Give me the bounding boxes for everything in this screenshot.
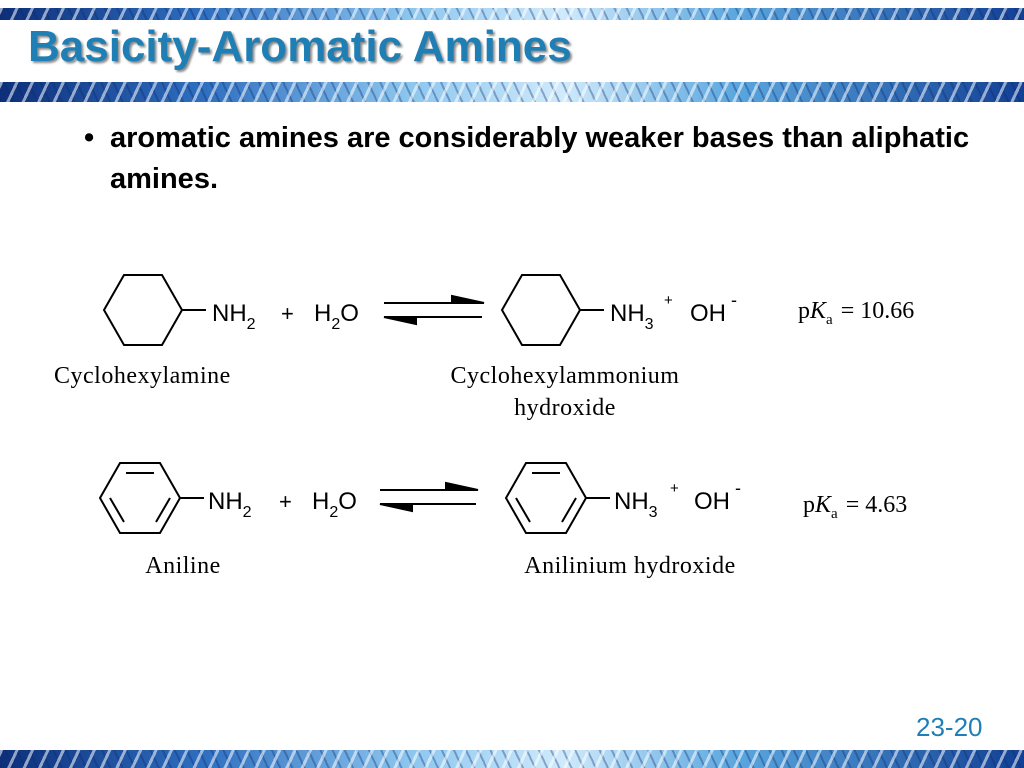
footer-band — [0, 750, 1024, 768]
positive-charge: + — [664, 292, 673, 309]
hydroxide-ion: OH — [694, 488, 730, 515]
hydroxide-ion: OH — [690, 300, 726, 327]
reactant-name-label: Cyclohexylamine — [54, 363, 231, 389]
header-band-bottom — [0, 82, 1024, 102]
water-molecule: H2O — [314, 300, 359, 333]
negative-charge: - — [735, 478, 741, 498]
slide-title: Basicity-Aromatic Amines — [28, 22, 572, 71]
reactant-name-label: Aniline — [145, 553, 221, 579]
product-ammonium-group: NH3 — [610, 300, 654, 333]
negative-charge: - — [731, 290, 737, 310]
bullet-item: • aromatic amines are considerably weake… — [84, 118, 1004, 200]
bullet-text: aromatic amines are considerably weaker … — [110, 122, 970, 195]
benzene-ring — [504, 462, 588, 534]
product-name-label-line2: hydroxide — [514, 395, 616, 421]
cyclohexane-ring — [500, 274, 582, 346]
plus-sign: + — [279, 489, 292, 514]
equilibrium-arrow — [383, 294, 485, 326]
cyclohexane-ring — [102, 274, 184, 346]
water-molecule: H2O — [312, 488, 357, 521]
positive-charge: + — [670, 480, 679, 497]
pka-value: pKa= 10.66 — [798, 298, 914, 328]
bullet-marker: • — [84, 122, 95, 154]
product-ammonium-group: NH3 — [614, 488, 658, 521]
equilibrium-arrow — [379, 481, 479, 513]
product-name-label: Anilinium hydroxide — [524, 553, 735, 579]
header-band-top — [0, 8, 1024, 20]
slide-number: 23-20 — [916, 712, 983, 742]
pka-value: pKa= 4.63 — [803, 492, 907, 522]
reactant-amine-group: NH2 — [208, 488, 252, 521]
benzene-ring — [98, 462, 182, 534]
reactant-amine-group: NH2 — [212, 300, 256, 333]
product-name-label: Cyclohexylammonium — [451, 363, 680, 389]
plus-sign: + — [281, 301, 294, 326]
